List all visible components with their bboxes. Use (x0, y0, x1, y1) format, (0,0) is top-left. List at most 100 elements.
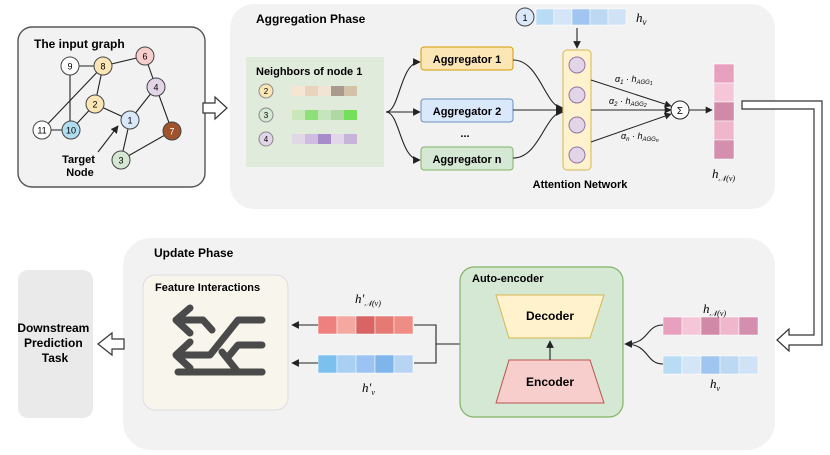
target-label-line1: Target (62, 154, 95, 166)
graph-node-1 (120, 110, 140, 130)
neighbor-3-cell (344, 110, 357, 120)
hv-top-cell (571, 8, 591, 26)
hv-top-cell (589, 8, 609, 26)
neighbor-4-cell (318, 134, 331, 144)
aggregation-title: Aggregation Phase (256, 12, 366, 26)
input-graph-title: The input graph (34, 37, 125, 51)
aggregation-to-update-connector (741, 100, 823, 353)
neighbor-node-2 (258, 83, 274, 99)
hv-input-cell (681, 355, 702, 375)
graph-node-11 (32, 120, 52, 140)
neighbor-2-cell (292, 86, 305, 96)
graph-node-10 (61, 120, 81, 140)
hv-prime-cell (317, 354, 338, 374)
attention-neurons (568, 56, 586, 164)
graph-node-9 (60, 56, 80, 76)
neighbor-node-label-2: 2 (264, 87, 269, 96)
graph-node-label-9: 9 (67, 62, 72, 72)
hN-input-cell (700, 316, 721, 336)
graph-node-8 (93, 56, 113, 76)
hN-prime-cell (317, 315, 338, 335)
graph-node-label-7: 7 (169, 127, 174, 137)
downstream-panel (18, 270, 93, 418)
neighbor-2-cell (318, 86, 331, 96)
graph-node-label-1: 1 (127, 116, 132, 126)
neighbor-3-cell (305, 110, 318, 120)
neighbor-node-3 (258, 107, 274, 123)
hv-input-label: hv (710, 376, 721, 393)
weight-n: αn · hAGGn (621, 131, 659, 144)
weight-1: α1 · hAGG1 (615, 74, 653, 87)
weight-2: α2 · hAGG2 (609, 96, 647, 109)
hv-prime-cell (336, 354, 357, 374)
hv-top-cell (535, 8, 555, 26)
neighbor-2-cell (344, 86, 357, 96)
features-to-downstream-arrow (97, 331, 125, 357)
hN-input-label: h𝒩(v) (703, 301, 726, 318)
shuffle-icon (172, 304, 266, 376)
autoencoder-title: Auto-encoder (472, 273, 544, 285)
graph-node-label-11: 11 (37, 126, 46, 136)
graph-node-label-3: 3 (118, 156, 123, 166)
downstream-label: Downstream Prediction Task (17, 321, 92, 365)
target-node-label: Target Node (62, 154, 98, 179)
hN-input-cell (662, 316, 683, 336)
decoder-label: Decoder (526, 309, 574, 323)
aggregators-to-attention-arrows (512, 59, 564, 159)
neighbors-to-aggregators-arrows (385, 58, 421, 164)
aggregator-n-label: Aggregator n (432, 154, 501, 166)
inputs-to-autoencoder-arrows (624, 324, 664, 365)
aggregator-1-label: Aggregator 1 (433, 54, 501, 66)
hv-input-cell (719, 355, 740, 375)
neighbor-4-cell (344, 134, 357, 144)
neighbor-node-4 (258, 131, 274, 147)
hN-vertical-cell (713, 82, 735, 103)
hv-input-cell (738, 355, 759, 375)
hv-prime-vector (317, 354, 414, 374)
hN-vertical-cell (713, 120, 735, 141)
hv-top-label: hv (636, 10, 647, 27)
encoder-shape (495, 359, 605, 404)
hv-prime-label: h′v (362, 380, 375, 397)
graph-node-label-2: 2 (92, 100, 97, 110)
graph-node-label-8: 8 (100, 62, 105, 72)
graph-node-7 (162, 121, 182, 141)
hN-vertical-cell (713, 139, 735, 160)
target-node-arrow (97, 125, 119, 153)
input-graph-panel (17, 26, 206, 188)
graph-node-2 (85, 94, 105, 114)
attention-weights: α1 · hAGG1 α2 · hAGG2 αn · hAGGn (609, 74, 659, 144)
sum-symbol: Σ (677, 106, 683, 117)
hN-prime-cell (393, 315, 414, 335)
graph-node-label-6: 6 (142, 52, 147, 62)
downstream-line3: Task (42, 351, 69, 365)
hN-prime-cell (336, 315, 357, 335)
hN-label: h𝒩(v) (712, 166, 735, 183)
hv-prime-cell (393, 354, 414, 374)
downstream-line1: Downstream (17, 321, 89, 335)
graph-node-3 (111, 150, 131, 170)
hv-input-cell (662, 355, 683, 375)
hv-top-cell (553, 8, 573, 26)
graph-node-4 (146, 77, 166, 97)
neighbor-3-cell (331, 110, 344, 120)
feature-interactions-box (142, 274, 289, 411)
node-1-badge (515, 7, 535, 27)
neighbors-rows: 234 (258, 83, 357, 147)
aggregator-1-box (420, 46, 514, 71)
hN-input-cell (738, 316, 759, 336)
update-title: Update Phase (154, 246, 234, 260)
neighbor-3-cell (292, 110, 305, 120)
hN-prime-cell (374, 315, 395, 335)
neighbor-4-cell (292, 134, 305, 144)
downstream-line2: Prediction (24, 336, 83, 350)
neighbor-node-label-3: 3 (264, 111, 269, 120)
feature-interactions-title: Feature Interactions (155, 282, 260, 294)
neighbors-title: Neighbors of node 1 (256, 66, 362, 78)
graph-node-label-4: 4 (153, 83, 158, 93)
graph-to-aggregation-arrow (202, 95, 228, 121)
target-label-line2: Node (66, 167, 94, 179)
hv-prime-cell (355, 354, 376, 374)
